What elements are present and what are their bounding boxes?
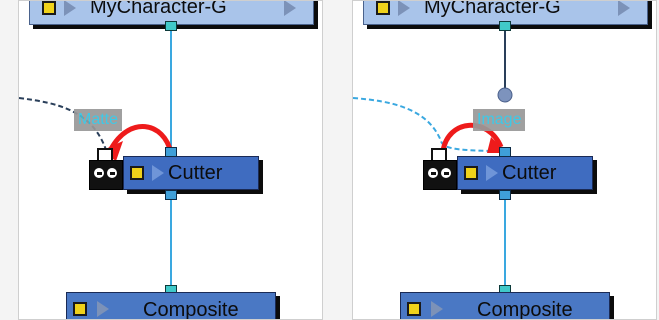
- play-triangle-icon: [431, 301, 443, 317]
- node-label: Composite: [143, 299, 239, 320]
- image-dashed-connection[interactable]: [353, 97, 506, 152]
- image-input-port[interactable]: [499, 147, 511, 157]
- connection-drag-handle[interactable]: [497, 87, 513, 103]
- matte-port-handle[interactable]: [431, 148, 447, 160]
- color-square-icon: [42, 1, 56, 15]
- node-label: Composite: [477, 299, 573, 320]
- node-view-panel-left: MyCharacter-G Matte Cutter Composite: [18, 0, 323, 320]
- output-port[interactable]: [499, 21, 511, 31]
- play-triangle-icon: [618, 1, 630, 16]
- play-triangle-icon: [152, 165, 164, 181]
- node-label: MyCharacter-G: [424, 0, 561, 18]
- node-label: Cutter: [168, 162, 223, 184]
- composite-node[interactable]: Composite: [400, 292, 610, 320]
- port-tooltip: Image: [473, 109, 526, 131]
- play-triangle-icon: [486, 165, 498, 181]
- node-label: Cutter: [502, 162, 557, 184]
- matte-mask-icon[interactable]: [89, 160, 123, 190]
- matte-dashed-connection[interactable]: [19, 97, 108, 154]
- node-label: MyCharacter-G: [90, 0, 227, 18]
- play-triangle-icon: [97, 301, 109, 317]
- matte-port-handle[interactable]: [97, 148, 113, 160]
- composite-node[interactable]: Composite: [66, 292, 276, 320]
- cutter-node[interactable]: Cutter: [123, 156, 259, 190]
- cutter-output-port[interactable]: [499, 190, 511, 200]
- color-square-icon: [376, 1, 390, 15]
- play-triangle-icon: [64, 1, 76, 16]
- cutter-output-port[interactable]: [165, 190, 177, 200]
- mycharacter-node[interactable]: MyCharacter-G: [29, 0, 314, 25]
- play-triangle-icon: [284, 1, 296, 16]
- port-tooltip: Matte: [74, 109, 123, 131]
- color-square-icon: [464, 166, 478, 180]
- red-curved-arrow-icon: [440, 122, 504, 152]
- color-square-icon: [130, 166, 144, 180]
- output-port[interactable]: [165, 21, 177, 31]
- red-curved-arrow-icon: [108, 124, 174, 154]
- cutter-node[interactable]: Cutter: [457, 156, 593, 190]
- color-square-icon: [407, 302, 421, 316]
- color-square-icon: [73, 302, 87, 316]
- matte-mask-icon[interactable]: [423, 160, 457, 190]
- node-view-panel-right: MyCharacter-G Image Cutter Composite: [352, 0, 657, 320]
- image-input-port[interactable]: [165, 147, 177, 157]
- play-triangle-icon: [398, 1, 410, 16]
